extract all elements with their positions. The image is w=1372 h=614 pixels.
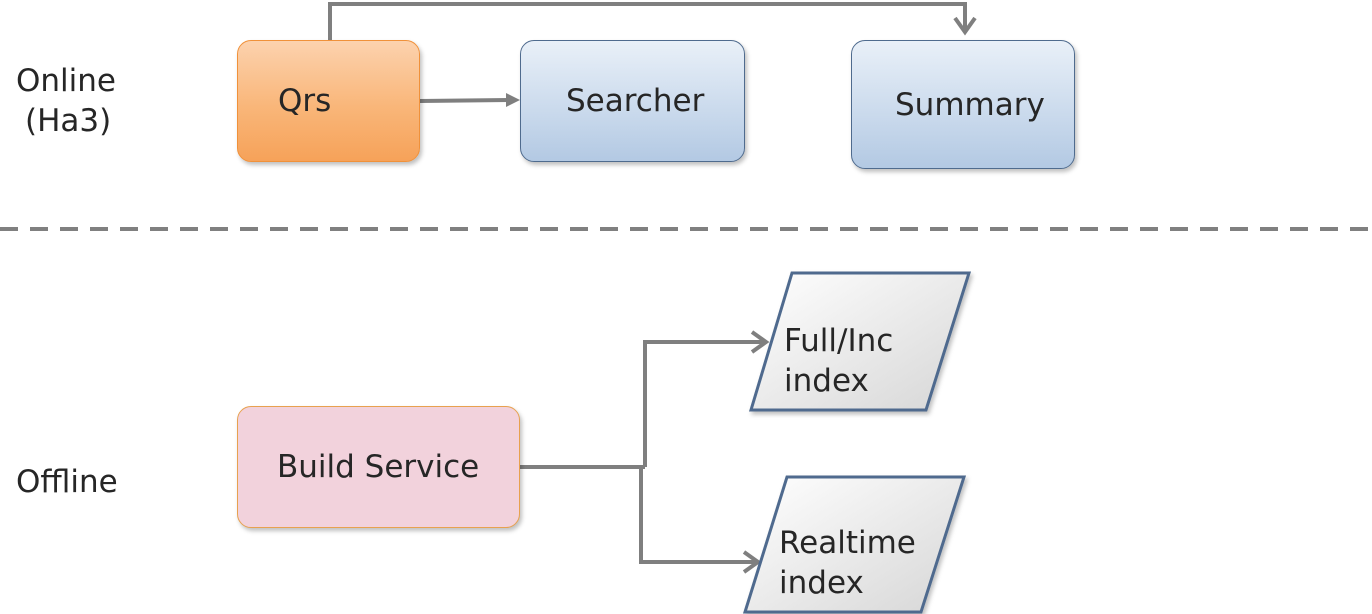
summary-label: Summary (895, 86, 1045, 123)
searcher-label: Searcher (566, 83, 705, 119)
qrs-to-searcher-arrowhead (506, 93, 520, 107)
realtime-index-label-line1: Realtime (779, 525, 916, 561)
summary-node: Summary (851, 40, 1075, 169)
realtime-index-label: Realtime index (779, 523, 916, 603)
build-to-full-index-arrowhead (750, 330, 770, 354)
full-inc-index-label-line1: Full/Inc (784, 323, 894, 359)
online-label-line1: Online (16, 63, 116, 99)
qrs-label: Qrs (278, 83, 332, 119)
realtime-index-label-line2: index (779, 565, 864, 601)
online-label: Online (16, 61, 116, 101)
full-inc-index-label-line2: index (784, 363, 869, 399)
qrs-to-summary-arrowhead (953, 16, 977, 36)
build-service-node: Build Service (237, 406, 520, 528)
build-to-full-index-connector (643, 340, 764, 467)
build-service-label: Build Service (277, 449, 480, 485)
build-to-realtime-index-connector (639, 467, 756, 564)
build-to-realtime-index-arrowhead (742, 550, 762, 574)
full-inc-index-label: Full/Inc index (784, 321, 893, 401)
realtime-index-shape (742, 475, 967, 614)
searcher-node: Searcher (520, 40, 745, 162)
online-label-line2: (Ha3) (25, 103, 112, 139)
qrs-to-searcher-connector (419, 98, 511, 103)
qrs-node: Qrs (237, 40, 420, 162)
full-inc-index-shape (748, 271, 972, 412)
offline-label: Offline (16, 464, 118, 500)
qrs-to-summary-connector (328, 2, 967, 40)
online-label-sub: (Ha3) (25, 101, 111, 141)
